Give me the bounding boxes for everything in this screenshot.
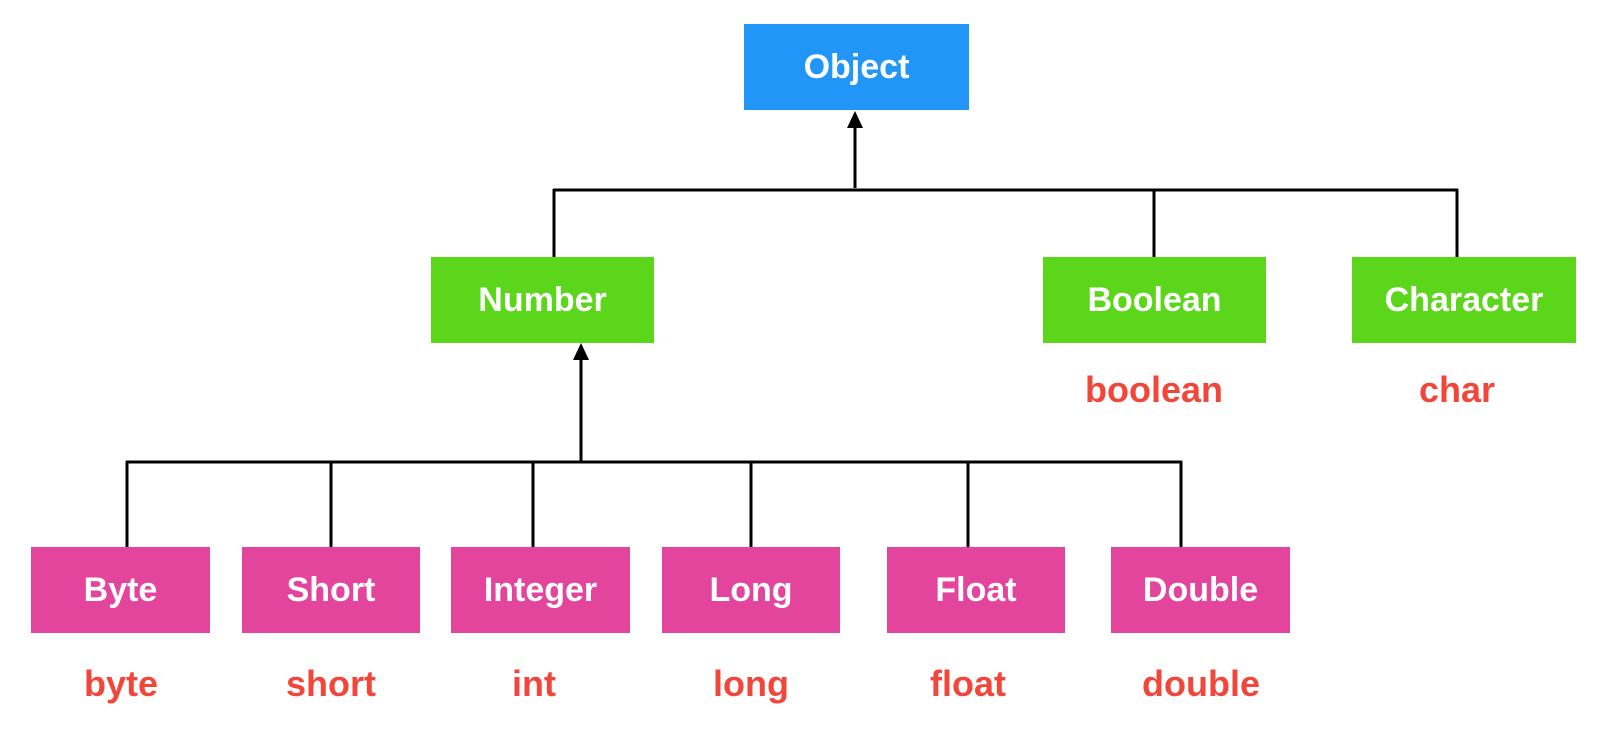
primitive-byte: byte [83, 663, 159, 704]
primitive-char: char [1418, 369, 1496, 410]
node-double: Double [1111, 547, 1290, 633]
node-long: Long [662, 547, 840, 633]
node-float: Float [887, 547, 1065, 633]
number-arrowhead [573, 343, 589, 360]
primitive-boolean: boolean [1084, 369, 1223, 410]
primitive-int: int [512, 663, 556, 704]
primitive-double: double [1142, 663, 1260, 704]
node-integer: Integer [451, 547, 630, 633]
node-byte: Byte [31, 547, 210, 633]
primitive-short: short [286, 663, 376, 704]
object-arrowhead [847, 111, 863, 128]
node-character: Character [1352, 257, 1576, 343]
primitive-float: float [930, 663, 1006, 704]
primitive-long: long [713, 663, 789, 704]
node-boolean: Boolean [1043, 257, 1266, 343]
node-number: Number [431, 257, 654, 343]
node-short: Short [242, 547, 420, 633]
node-object: Object [744, 24, 969, 110]
